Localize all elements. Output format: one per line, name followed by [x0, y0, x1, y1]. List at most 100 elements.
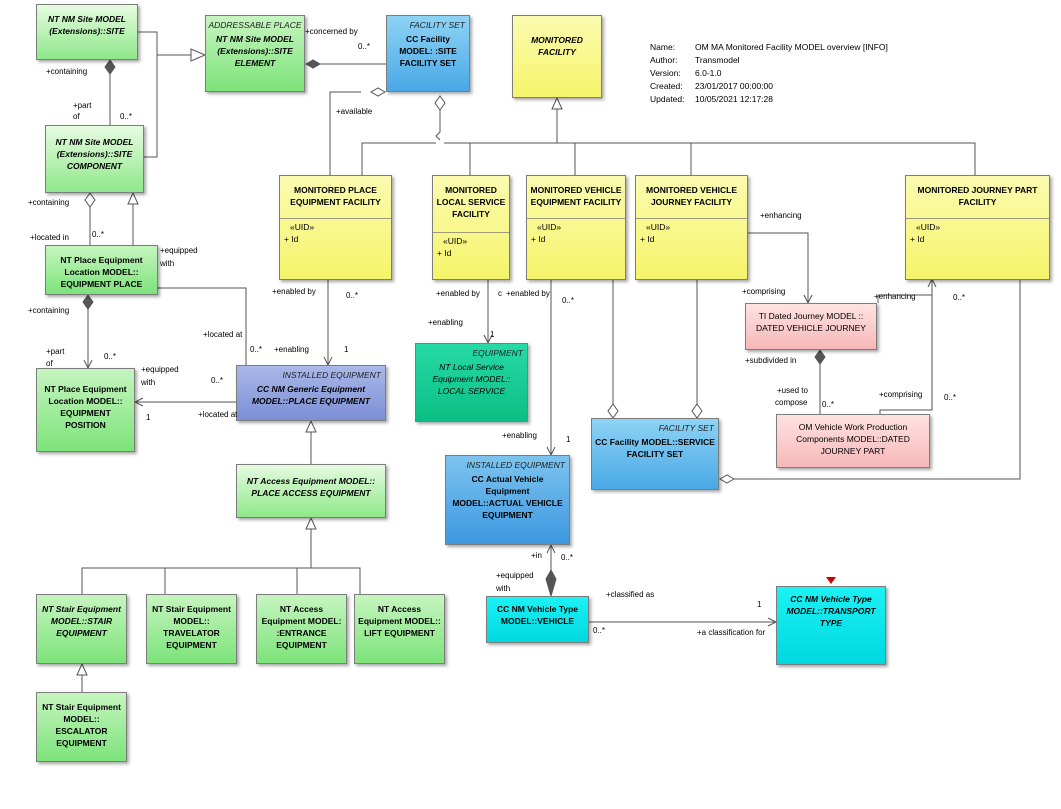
- label-enabling-a: +enabling: [274, 345, 309, 354]
- label-equipped-with-c: +equipped: [141, 365, 179, 374]
- attribute-compartment: «UID» + Id: [280, 218, 391, 245]
- class-monitored-vehicle-equipment-facility[interactable]: MONITORED VEHICLE EQUIPMENT FACILITY «UI…: [526, 175, 626, 280]
- label-equipped-with-a: +equipped: [160, 246, 198, 255]
- class-monitored-facility[interactable]: MONITORED FACILITY: [512, 15, 602, 98]
- class-site-component-name: NT NM Site MODEL (Extensions)::SITE COMP…: [55, 137, 134, 171]
- class-transport-type-name: CC NM Vehicle Type MODEL::TRANSPORT TYPE: [786, 594, 876, 628]
- class-actual-vehicle-equipment[interactable]: INSTALLED EQUIPMENT CC Actual Vehicle Eq…: [445, 455, 570, 545]
- label-enabled-by-b: +enabled by: [436, 289, 480, 298]
- class-entrance-equipment-name: NT Access Equipment MODEL: :ENTRANCE EQU…: [261, 604, 342, 650]
- class-local-service[interactable]: EQUIPMENT NT Local Service Equipment MOD…: [415, 343, 528, 422]
- mult-enabling-c: 1: [566, 435, 571, 444]
- attribute-id: + Id: [531, 234, 546, 244]
- label-part-of-b: of: [73, 112, 80, 121]
- attribute-id: + Id: [284, 234, 299, 244]
- class-site-element-name: NT NM Site MODEL (Extensions)::SITE ELEM…: [216, 34, 294, 68]
- label-classified-as: +classified as: [606, 590, 655, 599]
- class-site-facility-set-name: CC Facility MODEL: :SITE FACILITY SET: [399, 34, 457, 68]
- class-place-access-equipment[interactable]: NT Access Equipment MODEL:: PLACE ACCESS…: [236, 464, 386, 518]
- label-enhancing-a: +enhancing: [760, 211, 802, 220]
- info-key-name: Name:: [650, 42, 676, 52]
- info-value-created: 23/01/2017 00:00:00: [695, 81, 773, 91]
- class-site-facility-set[interactable]: FACILITY SET CC Facility MODEL: :SITE FA…: [386, 15, 470, 92]
- label-concerned-by: +concerned by: [305, 27, 358, 36]
- attribute-compartment: «UID» + Id: [527, 218, 625, 245]
- mult-classified-as: 1: [757, 600, 762, 609]
- class-monitored-facility-name: MONITORED FACILITY: [531, 35, 583, 57]
- class-monitored-vehicle-journey-facility[interactable]: MONITORED VEHICLE JOURNEY FACILITY «UID»…: [635, 175, 748, 280]
- class-place-access-equipment-name: NT Access Equipment MODEL:: PLACE ACCESS…: [246, 476, 376, 498]
- class-transport-type[interactable]: CC NM Vehicle Type MODEL::TRANSPORT TYPE: [776, 586, 886, 665]
- class-equipment-place[interactable]: NT Place Equipment Location MODEL:: EQUI…: [45, 245, 158, 295]
- label-containing-site: +containing: [46, 67, 88, 76]
- mult-equipment-place: 0..*: [92, 230, 105, 239]
- mult-enabling-a: 1: [344, 345, 349, 354]
- attribute-compartment: «UID» + Id: [906, 218, 1049, 245]
- class-vehicle-name: CC NM Vehicle Type MODEL::VEHICLE: [496, 604, 579, 626]
- class-lift-equipment[interactable]: NT Access Equipment MODEL:: LIFT EQUIPME…: [354, 594, 445, 664]
- label-containing-component: +containing: [28, 198, 70, 207]
- class-stair-equipment[interactable]: NT Stair Equipment MODEL::STAIR EQUIPMEN…: [36, 594, 127, 664]
- mult-enabled-by-a: 0..*: [346, 291, 359, 300]
- info-key-author: Author:: [650, 55, 678, 65]
- info-key-created: Created:: [650, 81, 683, 91]
- class-place-equipment-stereotype: INSTALLED EQUIPMENT: [282, 370, 381, 380]
- class-monitored-local-service-facility[interactable]: MONITORED LOCAL SERVICE FACILITY «UID» +…: [432, 175, 510, 280]
- label-located-at-b: +located at: [203, 330, 243, 339]
- class-entrance-equipment[interactable]: NT Access Equipment MODEL: :ENTRANCE EQU…: [256, 594, 347, 664]
- info-value-name: OM MA Monitored Facility MODEL overview …: [695, 42, 888, 52]
- label-subdivided-in: +subdivided in: [745, 356, 797, 365]
- uid-stereotype: «UID»: [443, 236, 468, 246]
- class-dated-journey-part[interactable]: OM Vehicle Work Production Components MO…: [776, 414, 930, 468]
- label-enabled-by-c: +enabled by: [506, 289, 550, 298]
- label-enabling-c: +enabling: [502, 431, 537, 440]
- class-monitored-place-equipment-facility[interactable]: MONITORED PLACE EQUIPMENT FACILITY «UID»…: [279, 175, 392, 280]
- mult-equipment-position: 0..*: [104, 352, 117, 361]
- class-site-component[interactable]: NT NM Site MODEL (Extensions)::SITE COMP…: [45, 125, 144, 193]
- label-stray-c: c: [498, 289, 502, 298]
- mult-enabled-by-c: 0..*: [562, 296, 575, 305]
- label-containing-place: +containing: [28, 306, 70, 315]
- class-monitored-journey-part-facility[interactable]: MONITORED JOURNEY PART FACILITY «UID» + …: [905, 175, 1050, 280]
- label-used-to-a: +used to: [777, 386, 808, 395]
- class-escalator-equipment[interactable]: NT Stair Equipment MODEL:: ESCALATOR EQU…: [36, 692, 127, 762]
- info-value-author: Transmodel: [695, 55, 740, 65]
- class-site-element-stereotype: ADDRESSABLE PLACE: [208, 20, 302, 30]
- class-place-equipment[interactable]: INSTALLED EQUIPMENT CC NM Generic Equipm…: [236, 365, 386, 421]
- class-site[interactable]: NT NM Site MODEL (Extensions)::SITE: [36, 4, 138, 60]
- class-place-equipment-name: CC NM Generic Equipment MODEL::PLACE EQU…: [251, 384, 371, 406]
- mult-classification-for: 0..*: [593, 626, 606, 635]
- label-located-at-a: +located at: [198, 410, 238, 419]
- class-lift-equipment-name: NT Access Equipment MODEL:: LIFT EQUIPME…: [358, 604, 441, 638]
- class-travelator-equipment-name: NT Stair Equipment MODEL:: TRAVELATOR EQ…: [152, 604, 231, 650]
- mult-place-equipment-b: 0..*: [250, 345, 263, 354]
- info-value-updated: 10/05/2021 12:17:28: [695, 94, 773, 104]
- class-monitored-vehicle-equipment-name: MONITORED VEHICLE EQUIPMENT FACILITY: [530, 185, 622, 207]
- attribute-id: + Id: [910, 234, 925, 244]
- info-key-updated: Updated:: [650, 94, 685, 104]
- class-monitored-journey-part-name: MONITORED JOURNEY PART FACILITY: [917, 185, 1038, 207]
- mult-comprising-b: 0..*: [944, 393, 957, 402]
- class-equipment-position-name: NT Place Equipment Location MODEL:: EQUI…: [44, 384, 127, 430]
- mult-dated-journey-part: 0..*: [822, 400, 835, 409]
- class-monitored-place-equipment-name: MONITORED PLACE EQUIPMENT FACILITY: [290, 185, 381, 207]
- class-site-element[interactable]: ADDRESSABLE PLACE NT NM Site MODEL (Exte…: [205, 15, 305, 92]
- class-vehicle[interactable]: CC NM Vehicle Type MODEL::VEHICLE: [486, 596, 589, 643]
- label-enabling-b: +enabling: [428, 318, 463, 327]
- class-actual-vehicle-equipment-name: CC Actual Vehicle Equipment MODEL::ACTUA…: [452, 474, 563, 520]
- mult-in: 0..*: [561, 553, 574, 562]
- attribute-id: + Id: [437, 248, 452, 258]
- class-equipment-position[interactable]: NT Place Equipment Location MODEL:: EQUI…: [36, 368, 135, 452]
- label-equipped-with-e: +equipped: [496, 571, 534, 580]
- uid-stereotype: «UID»: [916, 222, 941, 232]
- label-part-of-c: +part: [46, 347, 65, 356]
- class-dated-vehicle-journey[interactable]: TI Dated Journey MODEL :: DATED VEHICLE …: [745, 303, 877, 350]
- class-dated-vehicle-journey-name: TI Dated Journey MODEL :: DATED VEHICLE …: [756, 311, 866, 333]
- label-enhancing-b: +enhancing: [874, 292, 916, 301]
- info-key-version: Version:: [650, 68, 681, 78]
- label-classification-for: +a classification for: [697, 628, 766, 637]
- class-service-facility-set[interactable]: FACILITY SET CC Facility MODEL::SERVICE …: [591, 418, 719, 490]
- class-travelator-equipment[interactable]: NT Stair Equipment MODEL:: TRAVELATOR EQ…: [146, 594, 237, 664]
- class-stair-equipment-name: NT Stair Equipment MODEL::STAIR EQUIPMEN…: [42, 604, 121, 638]
